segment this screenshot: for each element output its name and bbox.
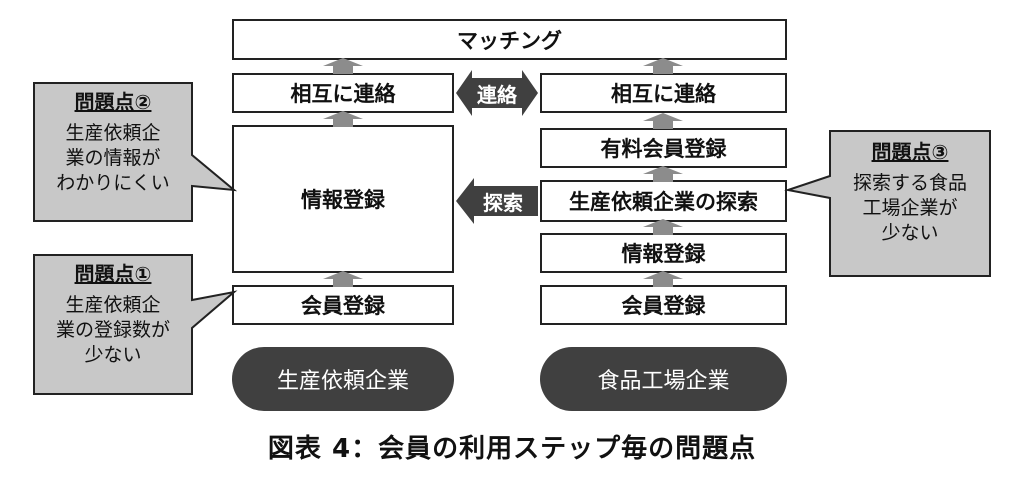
right-contact-box: 相互に連絡 [540, 73, 787, 113]
callout-problem1-title: 問題点① [74, 262, 152, 286]
left-arrow-icon [456, 178, 538, 224]
callout-problem3-shape [784, 130, 991, 277]
figure-caption: 図表 4：会員の利用ステップ毎の問題点 [267, 434, 757, 464]
left-member-registration-box: 会員登録 [232, 285, 454, 325]
contact-double-arrow: 連絡 [456, 70, 538, 116]
callout-problem3-body: 探索する食品 工場企業が 少ない [852, 172, 967, 244]
contact-arrow-label: 連絡 [477, 82, 517, 107]
left-contact-box: 相互に連絡 [232, 73, 454, 113]
search-arrow-label: 探索 [483, 190, 523, 215]
search-left-arrow: 探索 [456, 178, 538, 224]
arrow-up-icon [643, 166, 683, 182]
arrow-up-icon [323, 111, 363, 127]
arrow-up-icon [643, 58, 683, 74]
arrow-up-icon [323, 58, 363, 74]
callout-problem1: 問題点① 生産依頼企 業の登録数が 少ない [34, 262, 192, 368]
arrow-up-icon [643, 113, 683, 129]
callout-problem2-shape [33, 82, 238, 222]
right-paid-member-box: 有料会員登録 [540, 128, 787, 168]
right-company-label: 食品工場企業 [540, 347, 787, 411]
right-info-registration-box: 情報登録 [540, 233, 787, 273]
callout-problem2-body: 生産依頼企 業の情報が わかりにくい [56, 122, 170, 194]
arrow-up-icon [323, 271, 363, 287]
callout-problem1-body: 生産依頼企 業の登録数が 少ない [55, 294, 170, 366]
callout-problem3-title: 問題点③ [871, 140, 949, 164]
callout-problem2-title: 問題点② [74, 90, 152, 114]
left-company-label: 生産依頼企業 [232, 347, 454, 411]
matching-box: マッチング [232, 19, 787, 60]
callout-problem1-shape [33, 254, 238, 395]
double-arrow-icon [456, 70, 538, 116]
arrow-up-icon [643, 271, 683, 287]
left-info-registration-box: 情報登録 [232, 125, 454, 273]
arrow-up-icon [643, 219, 683, 235]
callout-problem2: 問題点② 生産依頼企 業の情報が わかりにくい [34, 90, 192, 196]
callout-problem3: 問題点③ 探索する食品 工場企業が 少ない [830, 140, 990, 246]
right-member-registration-box: 会員登録 [540, 285, 787, 325]
